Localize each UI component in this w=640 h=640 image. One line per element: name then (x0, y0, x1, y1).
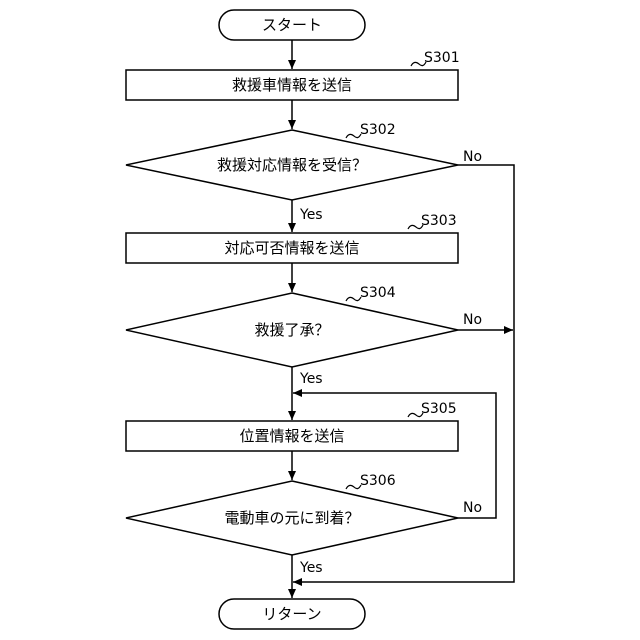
process-s303-text: 対応可否情報を送信 (224, 239, 359, 257)
decision-s306-text: 電動車の元に到着？ (224, 509, 359, 527)
step-label-s303: S303 (421, 213, 457, 229)
decision-s302-text: 救援対応情報を受信？ (217, 156, 367, 174)
process-s301-text: 救援車情報を送信 (232, 76, 352, 94)
yes-label-s306: Yes (299, 560, 323, 576)
no-label-s304: No (463, 312, 482, 328)
decision-s304-text: 救援了承？ (254, 321, 329, 339)
no-label-s306: No (463, 500, 482, 516)
process-s305-text: 位置情報を送信 (239, 427, 344, 445)
start-label: スタート (262, 16, 322, 34)
step-leader-s306 (346, 485, 361, 489)
step-label-s305: S305 (421, 401, 457, 417)
yes-label-s304: Yes (299, 371, 323, 387)
step-label-s304: S304 (360, 285, 396, 301)
step-leader-s304 (346, 297, 361, 301)
end-label: リターン (262, 605, 321, 623)
no-label-s302: No (463, 149, 482, 165)
step-leader-s302 (346, 134, 361, 138)
step-label-s306: S306 (360, 473, 396, 489)
step-label-s301: S301 (424, 50, 460, 66)
step-label-s302: S302 (360, 122, 396, 138)
yes-label-s302: Yes (299, 207, 323, 223)
